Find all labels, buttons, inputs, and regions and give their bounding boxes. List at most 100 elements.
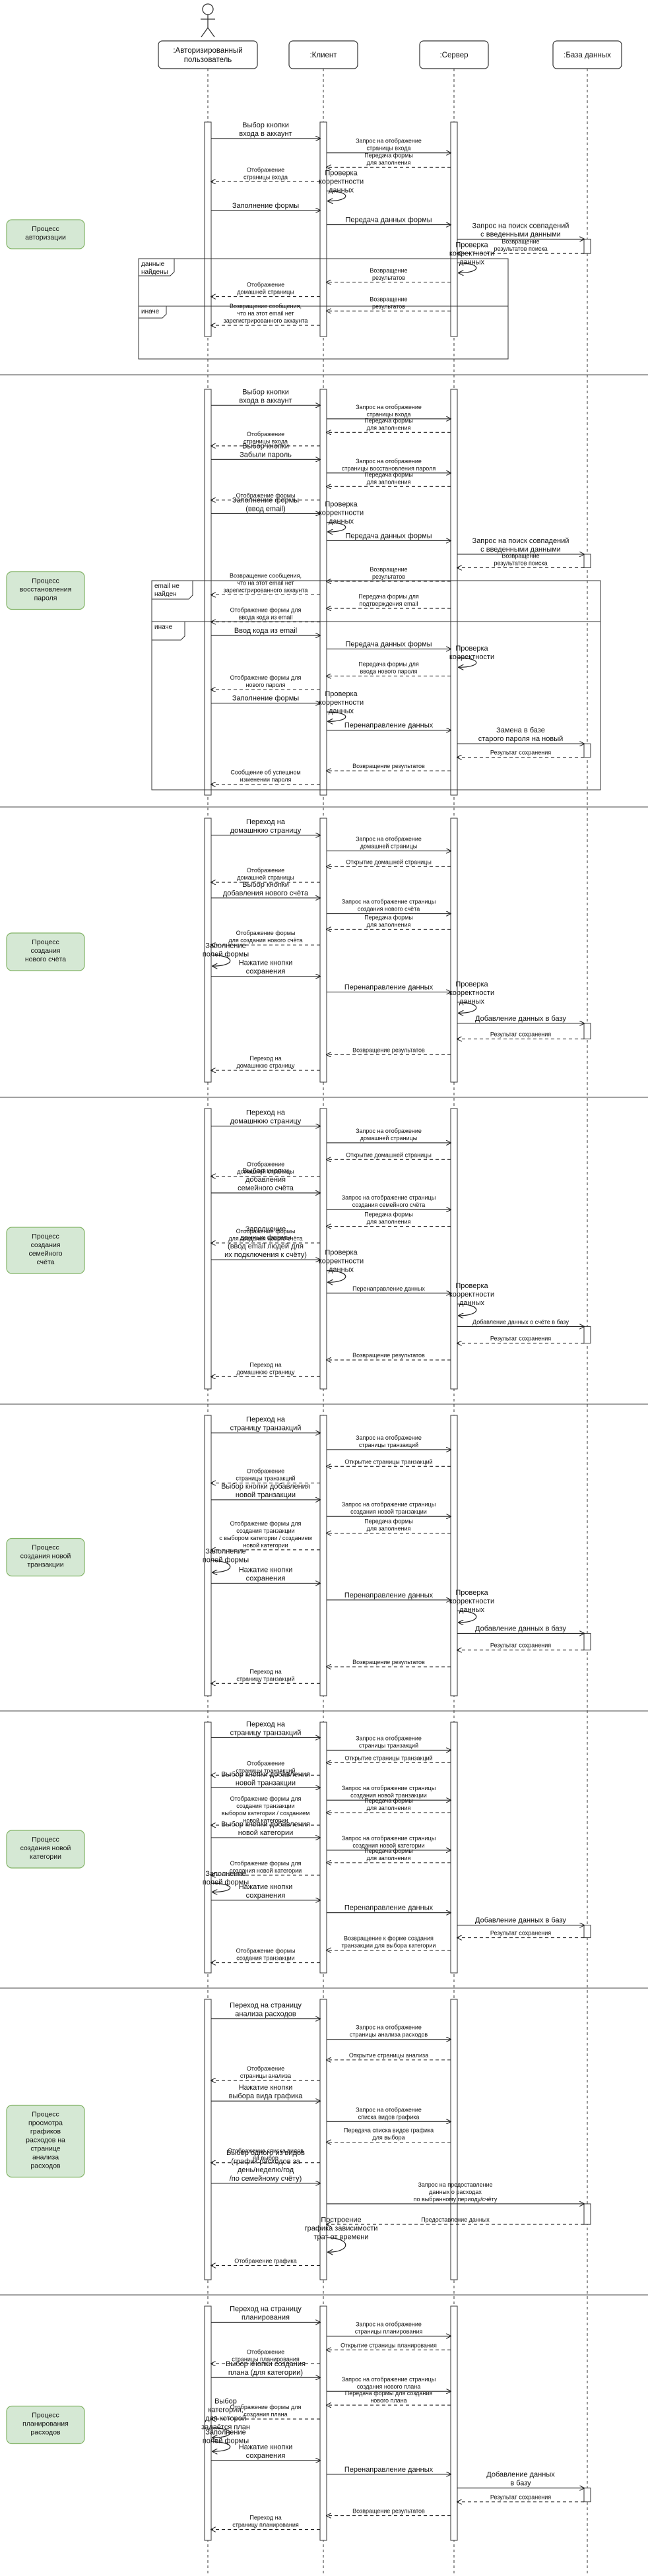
self-message-arrow — [211, 2428, 231, 2438]
section-label-box — [6, 1537, 85, 1577]
self-message-arrow — [211, 1560, 231, 1572]
fragment-tab — [139, 306, 167, 319]
message-label: Отображение формы — [236, 492, 296, 499]
actor-icon — [201, 3, 215, 38]
activation-user — [204, 389, 212, 796]
activation-user — [204, 121, 212, 337]
section-label-box — [6, 1227, 85, 1274]
self-message-arrow — [326, 711, 346, 721]
activation-db — [583, 2203, 591, 2225]
self-message-arrow — [457, 1002, 477, 1014]
fragment-frame — [151, 621, 601, 790]
message-label: Передача данных формы — [345, 532, 432, 540]
fragment-title: иначе — [154, 624, 173, 631]
self-message-arrow — [457, 1303, 477, 1316]
activation-server — [450, 818, 458, 1083]
message-label: Результат сохранения — [490, 1930, 551, 1937]
activation-db — [583, 1925, 591, 1939]
activation-server — [450, 1108, 458, 1390]
self-message-arrow — [211, 954, 231, 967]
activation-db — [583, 2488, 591, 2503]
message-label: Выбор одного из видов(график расходов за… — [226, 2149, 305, 2183]
participant-db — [552, 40, 622, 69]
message-label: Заполнение формы — [232, 202, 299, 210]
activation-db — [583, 554, 591, 568]
self-message-arrow — [211, 1883, 231, 1892]
activation-db — [583, 743, 591, 758]
activation-server — [450, 389, 458, 796]
message-label: Перенаправление данных — [344, 983, 434, 991]
message-label: Возвращение сообщения,что на этот email … — [224, 303, 308, 324]
section-label-box — [6, 219, 85, 249]
message-label: Результат сохранения — [490, 1336, 551, 1342]
activation-user — [204, 1108, 212, 1390]
activation-user — [204, 1999, 212, 2280]
activation-client — [319, 1415, 327, 1696]
activation-client — [319, 389, 327, 796]
message-label: Открытие страницы транзакций — [344, 1458, 432, 1465]
fragment-title: иначе — [141, 308, 160, 315]
activation-server — [450, 1415, 458, 1696]
message-label: Передача данных формы — [345, 216, 432, 224]
message-label: Отображение графика — [234, 2257, 297, 2264]
activation-user — [204, 2305, 212, 2541]
self-message-arrow — [326, 1270, 346, 1283]
participant-label-client: :Клиент — [309, 51, 337, 59]
message-label: Добавление данных в базу — [475, 1917, 566, 1925]
message-label: Перенаправление данных — [344, 2466, 434, 2474]
activation-db — [583, 1632, 591, 1651]
message-label: Результат сохранения — [490, 1031, 551, 1038]
section-label-box — [6, 571, 85, 610]
section-label-box — [6, 2104, 85, 2178]
self-message-arrow — [211, 2441, 231, 2452]
message-label: Добавление данных о счёте в базу — [472, 1318, 569, 1325]
activation-user — [204, 1415, 212, 1696]
